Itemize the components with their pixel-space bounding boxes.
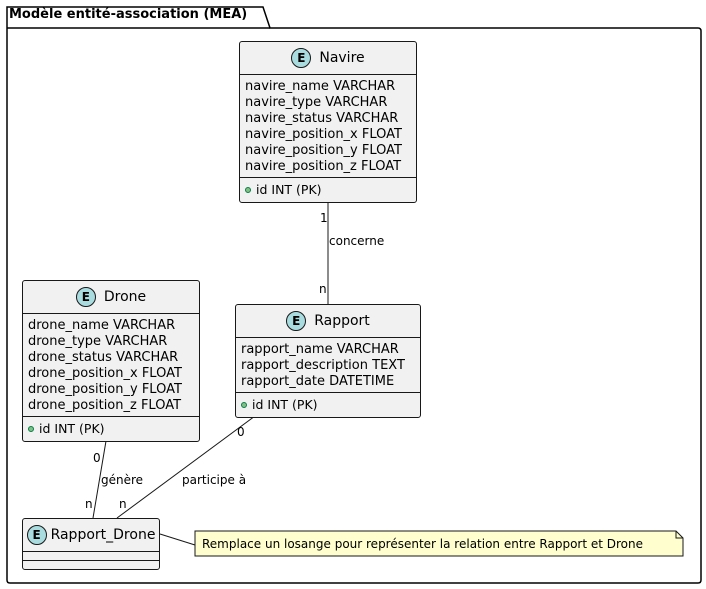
attribute: drone_position_x FLOAT <box>28 366 182 381</box>
attribute: navire_position_z FLOAT <box>245 159 402 174</box>
entity-rapport-drone-name: Rapport_Drone <box>50 527 156 543</box>
cardinality-rapport-concerne: n <box>319 282 327 296</box>
attribute: rapport_name VARCHAR <box>241 342 399 357</box>
entity-drone[interactable]: E Drone drone_name VARCHAR drone_type VA… <box>22 280 200 442</box>
cardinality-rapport-drone-participe: n <box>119 497 127 511</box>
entity-rapport-keys: id INT (PK) <box>236 393 420 417</box>
attribute: drone_status VARCHAR <box>28 350 179 365</box>
entity-navire-name: Navire <box>319 50 365 66</box>
attribute: rapport_description TEXT <box>241 358 405 373</box>
cardinality-rapport: 0 <box>237 425 245 439</box>
entity-icon: E <box>286 311 307 331</box>
cardinality-drone: 0 <box>93 451 101 465</box>
public-marker-icon <box>28 426 34 432</box>
primary-key: id INT (PK) <box>241 397 414 413</box>
note-connector <box>159 533 196 546</box>
entity-icon: E <box>26 525 47 545</box>
entity-icon: E <box>75 287 96 307</box>
relation-label-genere: génère <box>101 473 144 487</box>
entity-drone-name: Drone <box>103 289 147 305</box>
relation-label-participe: participe à <box>182 473 247 487</box>
note-shape <box>194 530 684 557</box>
primary-key-label: id INT (PK) <box>252 397 318 412</box>
entity-navire-attributes: navire_name VARCHAR navire_type VARCHAR … <box>240 75 416 178</box>
attribute: drone_type VARCHAR <box>28 334 168 349</box>
entity-rapport-header: E Rapport <box>236 305 420 338</box>
primary-key: id INT (PK) <box>28 421 193 437</box>
attribute: rapport_date DATETIME <box>241 374 395 389</box>
note-fold <box>675 531 683 539</box>
primary-key: id INT (PK) <box>245 182 410 198</box>
entity-navire[interactable]: E Navire navire_name VARCHAR navire_type… <box>239 41 417 203</box>
primary-key-label: id INT (PK) <box>39 421 105 436</box>
entity-rapport-drone-header: E Rapport_Drone <box>23 519 159 552</box>
entity-navire-header: E Navire <box>240 42 416 75</box>
package-frame <box>6 6 702 584</box>
attribute: navire_position_y FLOAT <box>245 143 402 158</box>
entity-drone-header: E Drone <box>23 281 199 314</box>
attribute: navire_name VARCHAR <box>245 79 396 94</box>
entity-rapport-attributes: rapport_name VARCHAR rapport_description… <box>236 338 420 393</box>
entity-rapport-drone-attributes <box>23 552 159 561</box>
note-text: Remplace un losange pour représenter la … <box>202 537 644 551</box>
cardinality-navire: 1 <box>320 211 328 225</box>
relation-participe-line <box>116 415 256 519</box>
attribute: navire_type VARCHAR <box>245 95 388 110</box>
relation-genere-line <box>92 440 107 519</box>
entity-rapport[interactable]: E Rapport rapport_name VARCHAR rapport_d… <box>235 304 421 418</box>
entity-rapport-name: Rapport <box>314 313 370 329</box>
entity-navire-keys: id INT (PK) <box>240 178 416 202</box>
relation-label-concerne: concerne <box>329 234 385 248</box>
entity-drone-keys: id INT (PK) <box>23 417 199 441</box>
primary-key-label: id INT (PK) <box>256 182 322 197</box>
entity-rapport-drone[interactable]: E Rapport_Drone <box>22 518 160 570</box>
public-marker-icon <box>245 187 251 193</box>
public-marker-icon <box>241 402 247 408</box>
cardinality-rapport-drone-genere: n <box>85 497 93 511</box>
package-title: Modèle entité-association (MEA) <box>9 7 248 22</box>
attribute: navire_position_x FLOAT <box>245 127 402 142</box>
entity-icon: E <box>291 48 312 68</box>
entity-drone-attributes: drone_name VARCHAR drone_type VARCHAR dr… <box>23 314 199 417</box>
attribute: drone_position_z FLOAT <box>28 398 182 413</box>
attribute: drone_name VARCHAR <box>28 318 176 333</box>
entity-rapport-drone-keys <box>23 561 159 569</box>
attribute: drone_position_y FLOAT <box>28 382 182 397</box>
attribute: navire_status VARCHAR <box>245 111 399 126</box>
